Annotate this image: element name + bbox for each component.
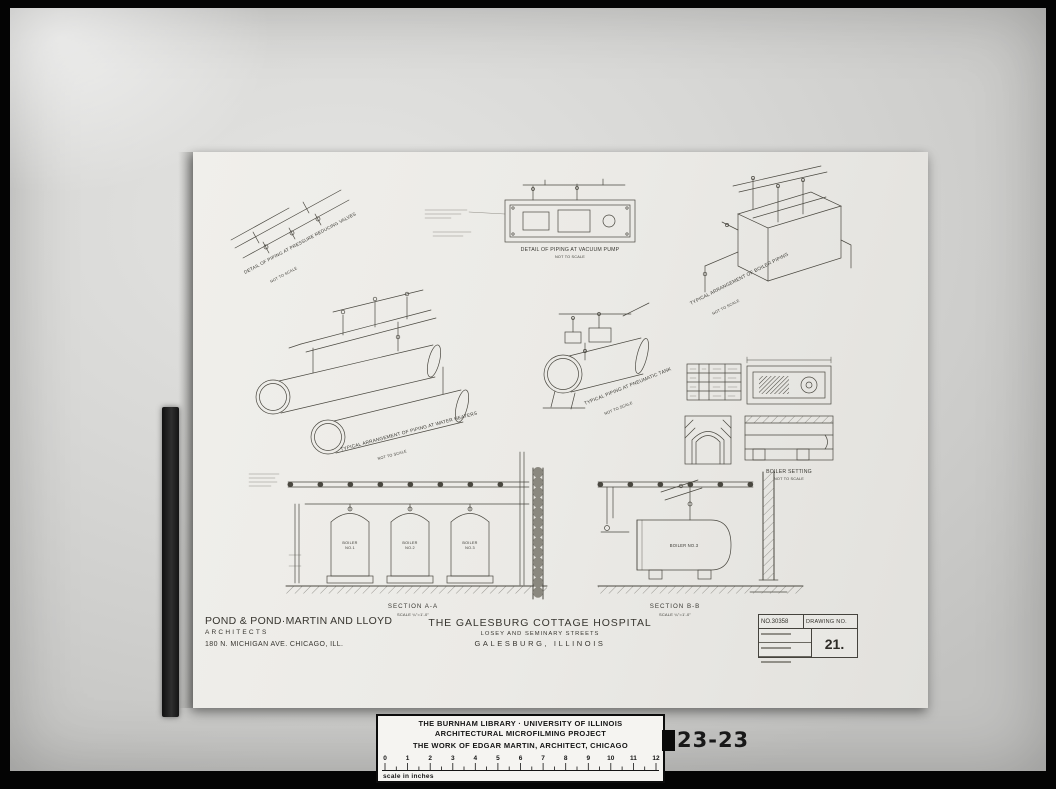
ruler-number: 1 xyxy=(406,755,410,762)
ruler-number: 6 xyxy=(519,755,523,762)
scale-ruler: 0 1 2 3 4 5 6 7 8 9 10 11 12 xyxy=(382,755,660,771)
boiler-label: BOILER xyxy=(342,541,357,545)
illegible-text xyxy=(761,632,791,635)
ruler-number: 8 xyxy=(564,755,568,762)
drawing-scale-note: NOT TO SCALE xyxy=(270,266,299,284)
firm-title: ARCHITECTS xyxy=(205,629,269,636)
sheet-edge-shadow xyxy=(178,152,194,708)
ruler-ticks xyxy=(382,762,659,771)
record-rows xyxy=(759,629,812,663)
drawing-caption: TYPICAL ARRANGEMENT OF PIPING AT WATER H… xyxy=(340,411,478,453)
ruler-number: 11 xyxy=(630,755,637,762)
ruler-number: 7 xyxy=(541,755,545,762)
ruler-caption: scale in inches xyxy=(383,773,434,780)
drawing-linework: DETAIL OF PIPING AT PRESSURE REDUCING VA… xyxy=(230,165,852,617)
firm-address: 180 N. MICHIGAN AVE. CHICAGO, ILL. xyxy=(205,641,344,648)
project-title-block: THE GALESBURG COTTAGE HOSPITAL LOSEY AND… xyxy=(415,617,665,648)
ruler-number: 5 xyxy=(496,755,500,762)
drawing-caption: BOILER SETTING xyxy=(766,469,812,475)
boiler-setting-front xyxy=(684,415,732,465)
firm-name: POND & POND·MARTIN AND LLOYD xyxy=(205,615,393,627)
record-row xyxy=(759,646,811,657)
boiler-label: BOILER xyxy=(462,541,477,545)
boiler-setting-side xyxy=(744,415,834,461)
frame-number-block xyxy=(662,729,675,751)
section-scale-note: SCALE ¼"=1'-0" xyxy=(397,612,429,617)
label-line-3: THE WORK OF EDGAR MARTIN, ARCHITECT, CHI… xyxy=(412,741,629,750)
drawing-scale-note: NOT TO SCALE xyxy=(774,477,804,481)
illegible-text xyxy=(761,660,791,663)
water-heaters-drawing xyxy=(255,289,470,455)
frame-number: 23-23 xyxy=(677,728,750,752)
film-strip xyxy=(162,407,179,717)
microfilm-label-card: THE BURNHAM LIBRARY · UNIVERSITY OF ILLI… xyxy=(376,714,665,783)
boiler-piping-drawing xyxy=(702,165,852,293)
job-number: NO.30358 xyxy=(759,615,804,628)
boiler-label: BOILER xyxy=(402,541,417,545)
section-scale-note: SCALE ¼"=1'-0" xyxy=(659,612,691,617)
label-line-2: ARCHITECTURAL MICROFILMING PROJECT xyxy=(434,728,607,738)
ruler-number: 12 xyxy=(652,755,660,762)
section-caption: SECTION B-B xyxy=(650,603,701,610)
vacuum-pump-drawing xyxy=(424,178,636,243)
section-aa-drawing xyxy=(248,451,548,603)
drawing-scale-note: NOT TO SCALE xyxy=(604,401,634,416)
ruler-number: 2 xyxy=(428,755,432,762)
record-row xyxy=(759,660,811,671)
ruler-number: 3 xyxy=(451,755,455,762)
pneumatic-tank-drawing xyxy=(542,302,650,410)
architect-title-block: POND & POND·MARTIN AND LLOYD ARCHITECTS … xyxy=(205,615,392,648)
pressure-reducing-valves-drawing xyxy=(230,189,350,259)
boiler-label: NO.2 xyxy=(405,546,415,550)
drawing-sheet: DETAIL OF PIPING AT PRESSURE REDUCING VA… xyxy=(193,152,928,708)
boiler-label: NO.1 xyxy=(345,546,355,550)
drawing-caption: DETAIL OF PIPING AT PRESSURE REDUCING VA… xyxy=(243,211,357,275)
project-address: LOSEY AND SEMINARY STREETS xyxy=(480,631,600,637)
drawing-scale-note: NOT TO SCALE xyxy=(555,255,585,259)
frame-number-marker: 23-23 xyxy=(662,728,749,752)
project-city: GALESBURG, ILLINOIS xyxy=(474,639,606,648)
pipe-schedule-table xyxy=(686,363,742,401)
ruler-number: 9 xyxy=(586,755,590,762)
boiler-label: NO.3 xyxy=(465,546,475,550)
drawing-number-label: DRAWING NO. xyxy=(806,618,847,625)
ruler-number: 0 xyxy=(383,755,387,762)
sheet-number: 21. xyxy=(824,636,845,652)
section-bb-drawing xyxy=(597,471,804,594)
drawing-scale-note: NOT TO SCALE xyxy=(712,299,741,316)
ruler-number: 4 xyxy=(473,755,477,762)
drawing-number-block: NO.30358 DRAWING NO. 21. xyxy=(758,614,858,663)
drawing-scale-note: NOT TO SCALE xyxy=(377,449,407,461)
boiler-label: BOILER NO.3 xyxy=(670,543,699,548)
drawing-caption: DETAIL OF PIPING AT VACUUM PUMP xyxy=(521,247,620,253)
ruler-number: 10 xyxy=(607,755,615,762)
record-row xyxy=(759,632,811,643)
drawing-caption: TYPICAL PIPING AT PNEUMATIC TANK xyxy=(584,366,673,407)
boiler-plan-detail xyxy=(746,356,832,405)
illegible-text xyxy=(761,646,791,649)
label-line-1: THE BURNHAM LIBRARY · UNIVERSITY OF ILLI… xyxy=(418,719,623,728)
project-name: THE GALESBURG COTTAGE HOSPITAL xyxy=(428,617,652,629)
drawing-number-header: NO.30358 DRAWING NO. xyxy=(759,615,857,629)
section-caption: SECTION A-A xyxy=(388,603,438,610)
